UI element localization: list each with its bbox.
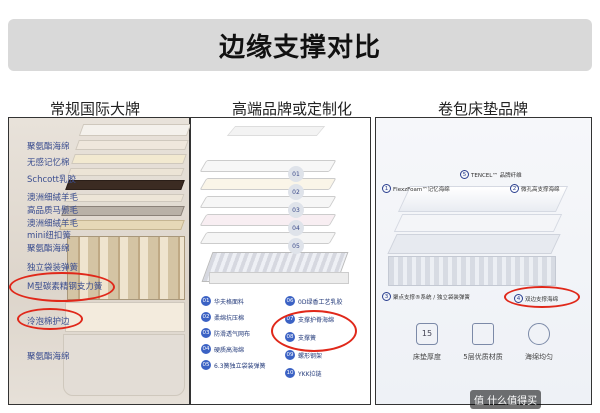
layer-label: mini纽扣簧 [27,231,71,241]
column-title-3: 卷包床垫品牌 [437,100,528,118]
layer-label: 澳洲细絨羊毛 [27,193,79,203]
layer-label: 无感记忆棉 [27,158,70,168]
highlight-ellipse [271,310,357,352]
highlight-ellipse [9,272,115,302]
footer-label: 5层优质材质 [463,353,503,361]
page-title: 边缘支撑对比 [218,32,381,63]
thickness-icon: 15 [416,323,438,345]
layer-label: 高品质马鬃毛 [27,206,79,216]
column-title-1: 常规国际大牌 [49,100,140,118]
watermark: 值 什么值得买 [470,390,542,409]
footer-label: 海绵均匀 [525,353,553,361]
column-title-2: 高端品牌或定制化 [231,100,352,118]
highlight-ellipse [504,286,580,308]
footer-label: 床垫厚度 [413,353,441,361]
uniform-foam-icon [528,323,550,345]
title-banner: 边缘支撑对比 [8,19,592,71]
layer-label: 独立袋装弹簧 [27,263,79,273]
layer-label: Schcott乳胶 [27,175,76,185]
layer-label: 聚氨酯海绵 [27,352,70,362]
layers-icon [472,323,494,345]
layer-label: 聚氨酯海绵 [27,244,70,254]
panel-international-brand: 聚氨酯海绵 无感记忆棉 Schcott乳胶 澳洲细絨羊毛 高品质马鬃毛 澳洲细絨… [8,117,192,405]
layer-label: 聚氨酯海绵 [27,142,70,152]
layer-label: 澳洲细絨羊毛 [27,219,79,229]
highlight-ellipse [17,308,83,330]
